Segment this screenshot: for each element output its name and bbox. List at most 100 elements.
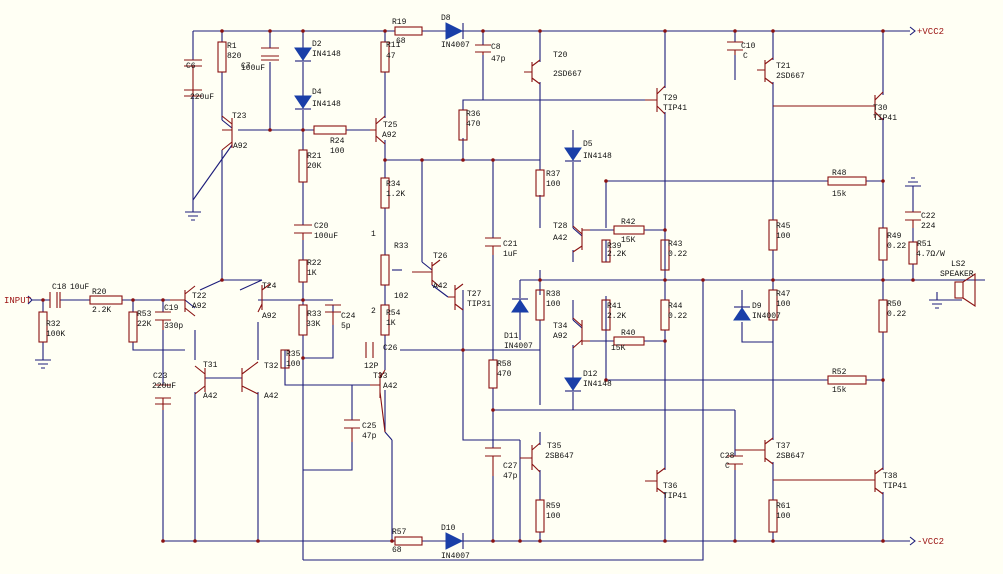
- label-r52: R52: [832, 368, 847, 377]
- label-c22: C22: [921, 212, 936, 221]
- label-t31-v: A42: [203, 392, 218, 401]
- label-t35: T35: [547, 442, 562, 451]
- diode-d10: [445, 532, 470, 550]
- label-r37-v: 100: [546, 180, 561, 189]
- label-r32: R32: [46, 320, 61, 329]
- label-t27: T27: [467, 290, 482, 299]
- label-c24-v: 5p: [341, 322, 351, 331]
- label-r35-v: 100: [286, 360, 301, 369]
- transistor-t26: [412, 259, 441, 288]
- label-t25: T25: [383, 121, 398, 130]
- label-t20-v: 2SD667: [553, 70, 582, 79]
- label-r40-v: 15K: [611, 344, 626, 353]
- label-d10: D10: [441, 524, 456, 533]
- label-t29: T29: [663, 94, 678, 103]
- label-d8: D8: [441, 14, 451, 23]
- label-c21: C21: [503, 240, 518, 249]
- label-r49-v: 0.22: [887, 242, 906, 251]
- label-c7-v: 100uF: [241, 64, 265, 73]
- port-labels: +VCC2 -VCC2 INPUT LS2 SPEAKER: [4, 27, 974, 547]
- input-label: INPUT: [4, 296, 32, 306]
- label-r38: R38: [546, 290, 561, 299]
- label-r39-v: 2.2K: [607, 250, 626, 259]
- resistor-r59: [535, 499, 545, 533]
- resistor-r32: [38, 311, 48, 343]
- label-r11-v: 47: [386, 52, 396, 61]
- label-r24: R24: [330, 137, 345, 146]
- label-c26-v: 12P: [364, 362, 379, 371]
- capacitor-c19: [155, 311, 171, 330]
- label-c10-v: C: [743, 52, 748, 61]
- label-r45: R45: [776, 222, 791, 231]
- label-r21-v: 20K: [307, 162, 322, 171]
- capacitor-c6: [184, 59, 202, 97]
- label-t24: T24: [262, 282, 277, 291]
- label-r61-v: 100: [776, 512, 791, 521]
- label-r24-v: 100: [330, 147, 345, 156]
- label-r59: R59: [546, 502, 561, 511]
- label-d2-v: IN4148: [312, 50, 341, 59]
- resistor-r41: [601, 299, 611, 331]
- transistor-t22: [170, 285, 196, 317]
- resistor-r1: [217, 41, 227, 73]
- label-c7: C7: [241, 62, 251, 71]
- resistor-r43: [660, 239, 670, 271]
- transistor-t28: [572, 225, 590, 253]
- label-c23-v: 220uF: [152, 382, 176, 391]
- label-r42: R42: [621, 218, 636, 227]
- label-r21: R21: [307, 152, 322, 161]
- label-t21-v: 2SD667: [776, 72, 805, 81]
- resistor-r53: [128, 311, 138, 343]
- label-r1-v: 820: [227, 52, 242, 61]
- label-t38-v: TIP41: [883, 482, 907, 491]
- transistor-t34: [572, 317, 590, 349]
- transistor-t37: [735, 437, 774, 465]
- label-t32-v: A42: [264, 392, 279, 401]
- wires: [32, 30, 985, 561]
- resistor-r48: [827, 176, 867, 186]
- transistor-t24: [257, 283, 271, 313]
- resistor-r40: [613, 336, 645, 346]
- transistor-t29: [645, 85, 666, 115]
- transistor-t31: [194, 365, 206, 395]
- label-t29-v: TIP41: [663, 104, 687, 113]
- label-d4-v: IN4148: [312, 100, 341, 109]
- label-r34a: R34: [386, 180, 401, 189]
- label-t23: T23: [232, 112, 247, 121]
- label-t24-v: A92: [262, 312, 277, 321]
- capacitor-c28: [727, 455, 743, 470]
- label-r53: R53: [137, 310, 152, 319]
- label-r36: R36: [466, 110, 481, 119]
- label-t38: T38: [883, 472, 898, 481]
- resistor-r52: [827, 375, 867, 385]
- label-d4: D4: [312, 88, 322, 97]
- resistors: [38, 26, 918, 546]
- resistor-r39: [601, 239, 611, 263]
- label-c19-v: 330p: [164, 322, 183, 331]
- label-c27-v: 47p: [503, 472, 518, 481]
- label-t33-v: A42: [383, 382, 398, 391]
- diodes: [294, 22, 751, 550]
- transistors: [170, 57, 884, 495]
- resistor-r49: [878, 227, 888, 261]
- resistor-r42: [613, 225, 645, 235]
- label-t20: T20: [553, 51, 568, 60]
- transistor-t32: [241, 361, 259, 395]
- capacitor-c22: [905, 211, 921, 228]
- capacitor-c27: [485, 447, 501, 476]
- label-r38-v: 100: [546, 300, 561, 309]
- port-arrows: [27, 26, 916, 546]
- label-d9-v: IN4007: [752, 312, 781, 321]
- resistor-r50: [878, 299, 888, 333]
- label-r48-v: 15k: [832, 190, 847, 199]
- label-t34-v: A92: [553, 332, 568, 341]
- label-c20-v: 100uF: [314, 232, 338, 241]
- label-c8: C8: [491, 43, 501, 52]
- resistor-r45: [768, 219, 778, 251]
- label-r32-v: 100K: [46, 330, 65, 339]
- label-r47-v: 100: [776, 300, 791, 309]
- resistor-r38: [535, 289, 545, 321]
- resistor-r44: [660, 299, 670, 331]
- label-r41: R41: [607, 302, 622, 311]
